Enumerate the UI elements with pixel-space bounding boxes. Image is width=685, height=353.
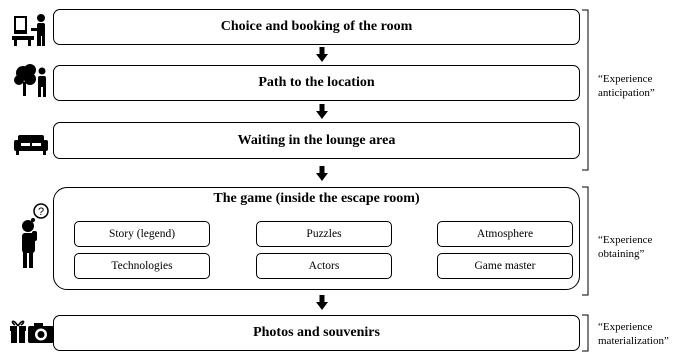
arrow-down-icon xyxy=(316,47,328,62)
stage-photos-souvenirs: Photos and souvenirs xyxy=(53,315,580,351)
phase-materialization-label: “Experience materialization” xyxy=(598,321,669,347)
gift-and-camera-icon xyxy=(10,320,54,343)
person-at-desk-icon xyxy=(12,14,45,46)
arrow-down-icon xyxy=(316,166,328,181)
stage-game-label: The game (inside the escape room) xyxy=(213,191,420,206)
thinking-person-icon: ? xyxy=(22,203,49,268)
bracket-obtaining xyxy=(582,186,589,296)
game-element-technologies: Technologies xyxy=(74,253,210,279)
stage-choice-and-booking: Choice and booking of the room xyxy=(53,9,580,45)
stage-game-escape-room: The game (inside the escape room) Story … xyxy=(53,187,580,290)
arrow-down-icon xyxy=(316,295,328,310)
phase-anticipation-label: “Experience anticipation” xyxy=(598,73,655,99)
game-element-game-master: Game master xyxy=(437,253,573,279)
person-with-tree-icon xyxy=(14,64,46,97)
stage-waiting-lounge: Waiting in the lounge area xyxy=(53,122,580,159)
game-element-atmosphere: Atmosphere xyxy=(437,221,573,247)
stage-waiting-label: Waiting in the lounge area xyxy=(237,132,396,148)
sofa-icon xyxy=(14,135,48,155)
game-element-actors: Actors xyxy=(256,253,392,279)
stage-path-label: Path to the location xyxy=(258,75,375,90)
game-element-story: Story (legend) xyxy=(74,221,210,247)
phase-obtaining-label: “Experience obtaining” xyxy=(598,234,653,260)
arrow-down-icon xyxy=(316,104,328,119)
game-element-puzzles: Puzzles xyxy=(256,221,392,247)
bracket-anticipation xyxy=(582,9,589,171)
bracket-materialization xyxy=(582,314,589,352)
stage-choice-label: Choice and booking of the room xyxy=(220,19,413,34)
svg-text:?: ? xyxy=(38,206,44,218)
stage-path-to-location: Path to the location xyxy=(53,65,580,101)
stage-photos-label: Photos and souvenirs xyxy=(253,325,380,340)
